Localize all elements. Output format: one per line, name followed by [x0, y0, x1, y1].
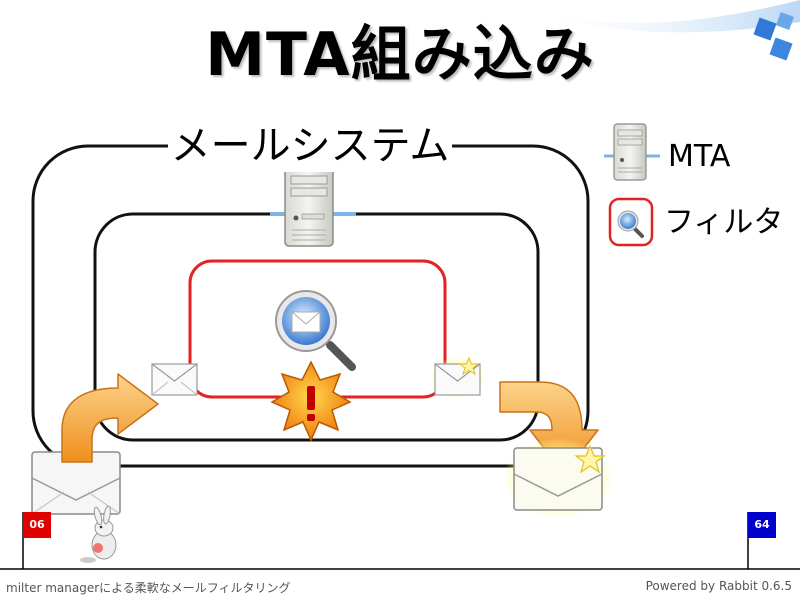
- filter-magnifier-icon: [275, 290, 356, 371]
- square-deco-icon: [753, 12, 794, 61]
- slide-title: MTA組み込み: [205, 20, 595, 90]
- legend-filter-icon: [608, 197, 654, 247]
- start-flag-icon: [22, 512, 51, 569]
- footer-credit: Powered by Rabbit 0.6.5: [645, 579, 792, 593]
- corner-decoration: [520, 0, 800, 61]
- star-icon: [458, 356, 480, 376]
- footer: milter managerによる柔軟なメールフィルタリング Powered b…: [0, 569, 800, 600]
- end-flag-icon: [747, 512, 776, 569]
- legend-mta-label: MTA: [668, 139, 731, 174]
- rabbit-icon: [80, 505, 117, 563]
- error-burst-icon: [270, 360, 352, 442]
- legend-filter-label: フィルタ: [664, 205, 784, 240]
- star-icon: [574, 444, 606, 474]
- start-flag-label: 06: [29, 518, 45, 531]
- envelope-icon: [151, 363, 198, 396]
- curved-arrow-icon: [61, 373, 159, 463]
- legend-server-icon: [604, 123, 660, 181]
- server-icon: [270, 167, 356, 247]
- mail-system-label: メールシステム: [168, 122, 452, 172]
- envelope-star-icon: [430, 356, 486, 399]
- end-flag-label: 64: [754, 518, 770, 531]
- envelope-star-icon: [503, 438, 613, 518]
- footer-title: milter managerによる柔軟なメールフィルタリング: [6, 581, 291, 595]
